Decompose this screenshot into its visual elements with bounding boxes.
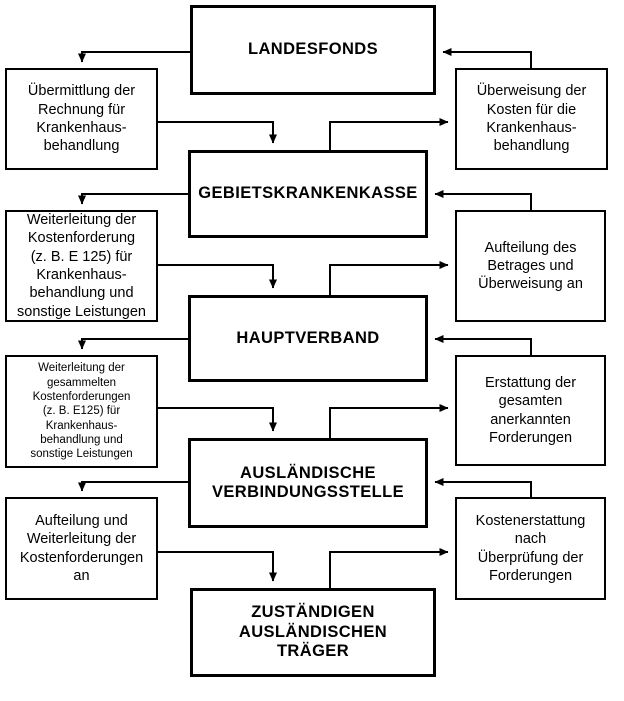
node-uebermittlung-rechnung[interactable]: Übermittlung der Rechnung für Krankenhau… xyxy=(5,68,158,170)
node-erstattung-gesamten[interactable]: Erstattung der gesamten anerkannten Ford… xyxy=(455,355,606,466)
node-landesfonds[interactable]: LANDESFONDS xyxy=(190,5,436,95)
node-erstattung-gesamten-label: Erstattung der gesamten anerkannten Ford… xyxy=(484,374,577,446)
node-weiterleitung-kostenforderung[interactable]: Weiterleitung der Kostenforderung (z. B.… xyxy=(5,210,158,322)
edge-ueberweisung-to-landesfonds xyxy=(442,48,533,68)
edge-gebietskrankenkasse-to-ueberweisung xyxy=(328,118,449,150)
edge-weiterleitung-gesammelten-to-avs xyxy=(158,406,277,432)
node-auslaendische-verbindungsstelle[interactable]: AUSLÄNDISCHE VERBINDUNGSSTELLE xyxy=(188,438,428,528)
node-aufteilung-betrages[interactable]: Aufteilung des Betrages und Überweisung … xyxy=(455,210,606,322)
node-weiterleitung-kostenforderung-label: Weiterleitung der Kostenforderung (z. B.… xyxy=(17,212,146,320)
edge-kostenerstattung-to-avs xyxy=(434,478,533,497)
node-zustaendigen-traeger-label: ZUSTÄNDIGEN AUSLÄNDISCHEN TRÄGER xyxy=(238,603,388,661)
node-ueberweisung-kosten[interactable]: Überweisung der Kosten für die Krankenha… xyxy=(455,68,608,170)
node-auslaendische-verbindungsstelle-label: AUSLÄNDISCHE VERBINDUNGSSTELLE xyxy=(212,463,404,501)
node-hauptverband-label: HAUPTVERBAND xyxy=(236,328,380,347)
node-kostenerstattung-nach-label: Kostenerstattung nach Überprüfung der Fo… xyxy=(475,512,586,584)
node-zustaendigen-traeger[interactable]: ZUSTÄNDIGEN AUSLÄNDISCHEN TRÄGER xyxy=(190,588,436,677)
edge-aufteilung-to-gebietskrankenkasse xyxy=(434,190,533,210)
node-hauptverband[interactable]: HAUPTVERBAND xyxy=(188,295,428,382)
node-aufteilung-weiterleitung[interactable]: Aufteilung und Weiterleitung der Kostenf… xyxy=(5,497,158,600)
edge-gebietskrankenkasse-to-weiterleitung xyxy=(78,192,188,205)
edge-uebermittlung-to-gebietskrankenkasse xyxy=(158,120,277,144)
edge-weiterleitung-to-hauptverband xyxy=(158,263,277,289)
node-landesfonds-label: LANDESFONDS xyxy=(248,40,378,59)
node-weiterleitung-gesammelten[interactable]: Weiterleitung der gesammelten Kostenford… xyxy=(5,355,158,468)
node-aufteilung-weiterleitung-label: Aufteilung und Weiterleitung der Kostenf… xyxy=(19,512,144,584)
edge-avs-to-erstattung xyxy=(328,404,449,438)
edge-hauptverband-to-aufteilung xyxy=(328,261,449,295)
edge-aufteilung-weiterleitung-to-traeger xyxy=(158,550,277,582)
edge-landesfonds-to-uebermittlung xyxy=(78,50,190,63)
node-aufteilung-betrages-label: Aufteilung des Betrages und Überweisung … xyxy=(478,239,583,293)
edge-erstattung-to-hauptverband xyxy=(434,335,533,355)
edge-avs-to-aufteilung-weiterleitung xyxy=(78,480,188,492)
node-uebermittlung-rechnung-label: Übermittlung der Rechnung für Krankenhau… xyxy=(27,83,136,155)
node-gebietskrankenkasse-label: GEBIETSKRANKENKASSE xyxy=(198,184,418,203)
node-weiterleitung-gesammelten-label: Weiterleitung der gesammelten Kostenford… xyxy=(30,362,133,461)
edge-traeger-to-kostenerstattung xyxy=(328,548,449,588)
node-ueberweisung-kosten-label: Überweisung der Kosten für die Krankenha… xyxy=(476,83,587,155)
node-gebietskrankenkasse[interactable]: GEBIETSKRANKENKASSE xyxy=(188,150,428,238)
edge-hauptverband-to-weiterleitung-gesammelten xyxy=(78,337,188,350)
node-kostenerstattung-nach[interactable]: Kostenerstattung nach Überprüfung der Fo… xyxy=(455,497,606,600)
